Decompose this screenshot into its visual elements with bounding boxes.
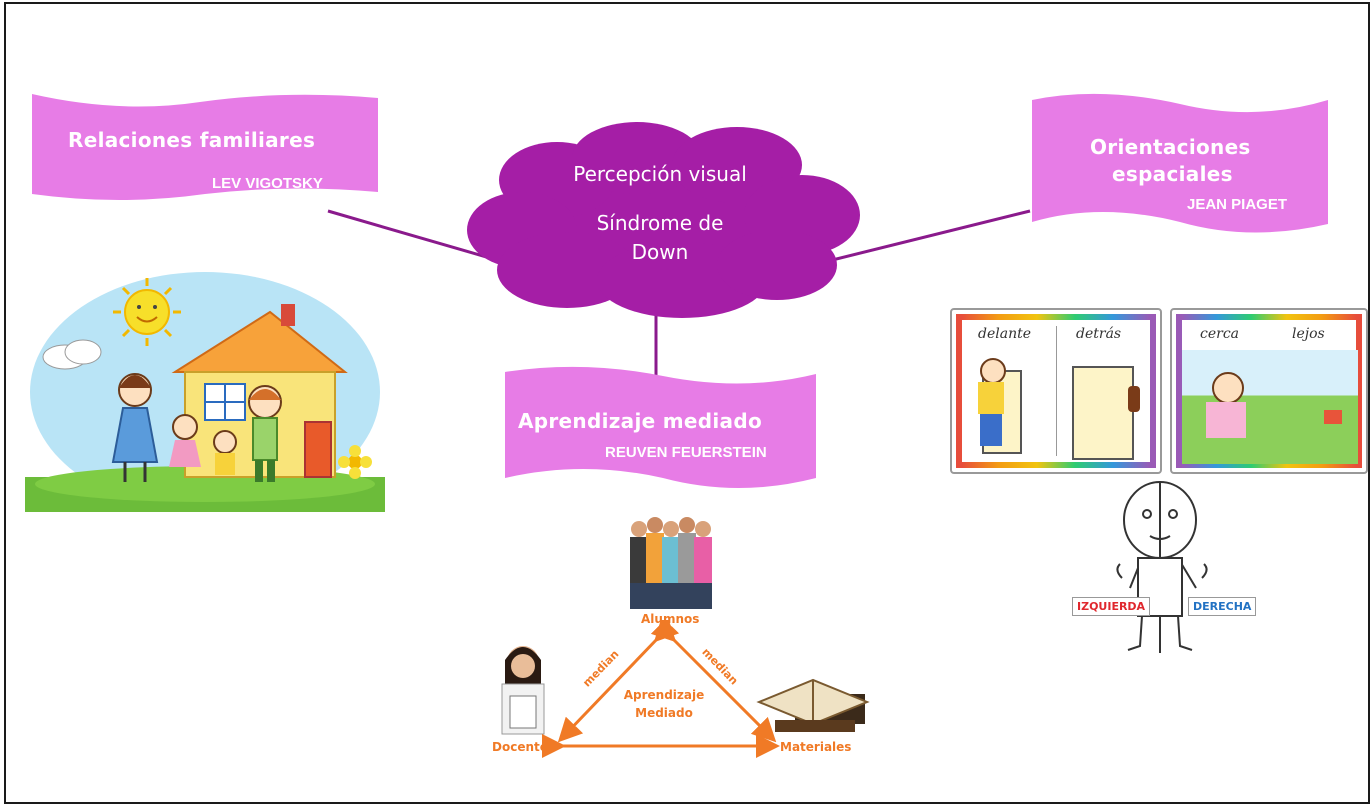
triangle-center-line-1: Aprendizaje xyxy=(623,688,705,702)
triangle-center-line-2: Mediado xyxy=(635,706,693,720)
right-banner-author: JEAN PIAGET xyxy=(1187,196,1288,213)
bottom-banner-title: Aprendizaje mediado xyxy=(518,409,762,433)
mediated-learning-triangle xyxy=(542,620,780,758)
students-group-photo xyxy=(630,517,712,609)
card-word-delante: delante xyxy=(978,326,1031,342)
card-word-lejos: lejos xyxy=(1292,326,1325,342)
door-back xyxy=(1072,366,1134,460)
triangle-node-top: Alumnos xyxy=(641,612,700,626)
sun-icon xyxy=(113,278,181,346)
left-banner-title: Relaciones familiares xyxy=(68,128,316,152)
card-word-cerca: cerca xyxy=(1200,326,1240,342)
left-banner-author: LEV VIGOTSKY xyxy=(212,175,323,192)
flower-icon xyxy=(338,445,372,479)
family-house-illustration xyxy=(25,272,385,512)
right-banner-shape xyxy=(1032,93,1328,233)
right-banner-title-line-2: espaciales xyxy=(1112,162,1233,186)
left-right-body-figure xyxy=(1116,481,1208,653)
right-label: DERECHA xyxy=(1188,597,1257,616)
peeking-boy xyxy=(1128,386,1140,412)
girl-dress xyxy=(1206,402,1246,438)
boy-pants xyxy=(980,414,1002,446)
central-cloud xyxy=(467,122,860,318)
girl-head xyxy=(1212,372,1244,404)
bottom-banner-author: REUVEN FEUERSTEIN xyxy=(605,444,767,461)
card-divider xyxy=(1056,326,1057,456)
connector-left xyxy=(327,209,491,260)
card-word-detras: detrás xyxy=(1076,326,1122,342)
center-line-1: Percepción visual xyxy=(573,162,747,186)
card-delante-detras: delante detrás xyxy=(950,308,1162,474)
center-line-2: Síndrome de xyxy=(596,211,724,235)
far-house xyxy=(1324,410,1342,424)
bottom-banner-shape xyxy=(505,366,816,488)
left-label: IZQUIERDA xyxy=(1072,597,1151,616)
center-line-3: Down xyxy=(631,240,689,264)
triangle-node-left: Docente xyxy=(492,740,548,754)
books-photo xyxy=(756,678,870,732)
boy-shirt xyxy=(978,382,1004,414)
left-banner-shape xyxy=(32,94,378,200)
teacher-photo xyxy=(501,646,545,735)
family-figures xyxy=(111,373,282,482)
triangle-node-right: Materiales xyxy=(780,740,852,754)
right-banner-title-line-1: Orientaciones xyxy=(1090,135,1251,159)
card-cerca-lejos: cerca lejos xyxy=(1170,308,1368,474)
connector-right xyxy=(799,209,1031,270)
boy-head xyxy=(980,358,1006,384)
